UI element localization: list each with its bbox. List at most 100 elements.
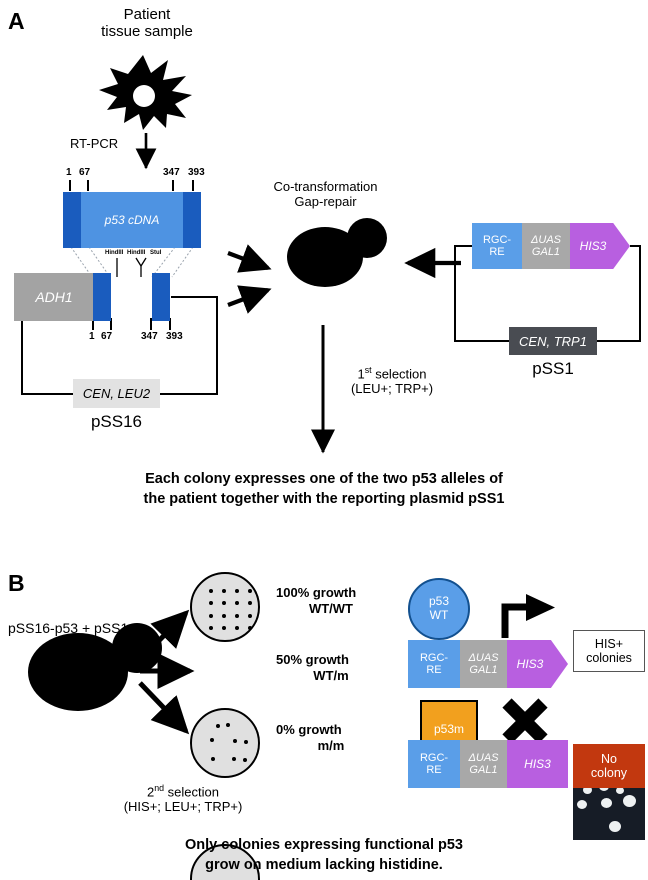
reporter-top-his3: HIS3: [507, 640, 568, 688]
enzyme-ticks: [116, 257, 147, 277]
reporter-bottom-rgc-re: RGC-RE: [408, 740, 460, 788]
pss16-transform-arrows: [227, 244, 272, 314]
sel1-num: 1: [357, 366, 365, 382]
colony-dot: [222, 626, 226, 630]
coord-bottom-1: 1: [89, 331, 95, 342]
sel1-word: selection: [371, 366, 427, 382]
panel-a-caption: Each colony expresses one of the two p53…: [143, 471, 505, 507]
colony-dot: [235, 626, 239, 630]
colony-dot: [232, 757, 236, 761]
photo-colony-dot: [601, 798, 612, 808]
pss16-name: pSS16: [90, 412, 143, 431]
colony-dot: [211, 757, 215, 761]
transcription-arrow-icon: [501, 594, 555, 638]
sel1-sup: st: [364, 365, 372, 375]
sel2-sup: nd: [154, 783, 165, 793]
plate-wt-wt[interactable]: [190, 572, 260, 642]
panel-b-arrows: [138, 609, 195, 735]
coord-top-393: 393: [188, 167, 205, 178]
colony-dot: [209, 614, 213, 618]
coord-top-1: 1: [66, 167, 72, 178]
colony-dot: [209, 589, 213, 593]
colony-dot: [235, 614, 239, 618]
photo-colony-dot: [616, 787, 624, 794]
enzyme-label-left: HindIII: [105, 250, 124, 256]
sel2-word: selection: [164, 784, 219, 800]
coord-bottom-347: 347: [141, 331, 158, 342]
coord-ticks-bottom: [92, 318, 171, 330]
colony-dot: [248, 626, 252, 630]
coord-top-67: 67: [79, 167, 91, 178]
plate-wt-wt-label: 100% growth WT/WT: [276, 585, 357, 617]
pss1-his3-box: HIS3: [570, 223, 630, 269]
rtpcr-label: RT-PCR: [70, 136, 119, 151]
panel-b-input-label: pSS16-p53 + pSS1: [8, 620, 129, 636]
sel1-markers: (LEU+; TRP+): [350, 381, 434, 397]
plate-wt-m[interactable]: [190, 708, 260, 778]
cdna-left-flank: [63, 192, 81, 248]
photo-colony-dot: [623, 795, 636, 807]
coord-bottom-393: 393: [166, 331, 183, 342]
photo-colony-dot: [577, 800, 587, 809]
pss1-backbone: [454, 245, 641, 342]
colony-dot: [209, 626, 213, 630]
colony-dot: [209, 601, 213, 605]
colony-dot: [222, 614, 226, 618]
pss1-rgc-re-box: RGC-RE: [472, 223, 522, 269]
colony-dot: [244, 740, 248, 744]
colony-dot: [235, 601, 239, 605]
cotransformation-title: Co-transformation Gap-repair: [273, 179, 378, 209]
sel2-markers: (HIS+; LEU+; TRP+): [123, 799, 243, 815]
photo-colony-dot: [583, 786, 592, 794]
colony-dot: [235, 589, 239, 593]
pss16-marker-box: CEN, LEU2: [73, 379, 160, 408]
colony-dot: [222, 589, 226, 593]
his-plus-colonies-photo: [573, 778, 645, 840]
enzyme-label-right-2: StuI: [150, 250, 162, 256]
p53-cdna-bar: p53 cDNA: [63, 192, 201, 248]
vector-arm-left: [93, 273, 111, 321]
yeast-cell-icon: [287, 218, 387, 287]
reporter-top-rgc-re: RGC-RE: [408, 640, 460, 688]
colony-dot: [233, 739, 237, 743]
blocked-x-icon: [502, 698, 548, 744]
first-selection-label: 1st selection (LEU+; TRP+): [332, 365, 452, 397]
colony-dot: [248, 601, 252, 605]
panel-b-letter: B: [8, 570, 25, 596]
adh1-promoter-box: ADH1: [14, 273, 94, 321]
panel-b-yeast-icon: [28, 623, 162, 711]
colony-dot: [248, 614, 252, 618]
cdna-right-flank: [183, 192, 201, 248]
cdna-label: p53 cDNA: [81, 192, 183, 248]
patient-sample-title: Patient tissue sample: [101, 6, 193, 41]
vector-arm-right: [152, 273, 170, 321]
plate-wt-m-label: 50% growth WT/m: [276, 652, 349, 684]
enzyme-label-right-1: HindIII: [127, 250, 146, 256]
patient-cell-icon: [99, 55, 192, 130]
colony-dot: [243, 758, 247, 762]
colony-dot: [210, 738, 214, 742]
sel2-num: 2: [147, 784, 155, 800]
pss1-marker-box: CEN, TRP1: [509, 327, 597, 355]
photo-colony-dot: [609, 821, 621, 832]
plate-m-m-label: 0% growth m/m: [276, 722, 345, 754]
colony-dot: [216, 724, 220, 728]
colony-dot: [226, 723, 230, 727]
reporter-bottom-his3: HIS3: [507, 740, 568, 788]
coord-bottom-67: 67: [101, 331, 113, 342]
colony-dot: [222, 601, 226, 605]
second-selection-label: 2nd selection (HIS+; LEU+; TRP+): [83, 783, 283, 815]
colony-dot: [248, 589, 252, 593]
coord-top-347: 347: [163, 167, 180, 178]
coord-ticks-top: [69, 180, 194, 191]
panel-a-letter: A: [8, 8, 25, 34]
